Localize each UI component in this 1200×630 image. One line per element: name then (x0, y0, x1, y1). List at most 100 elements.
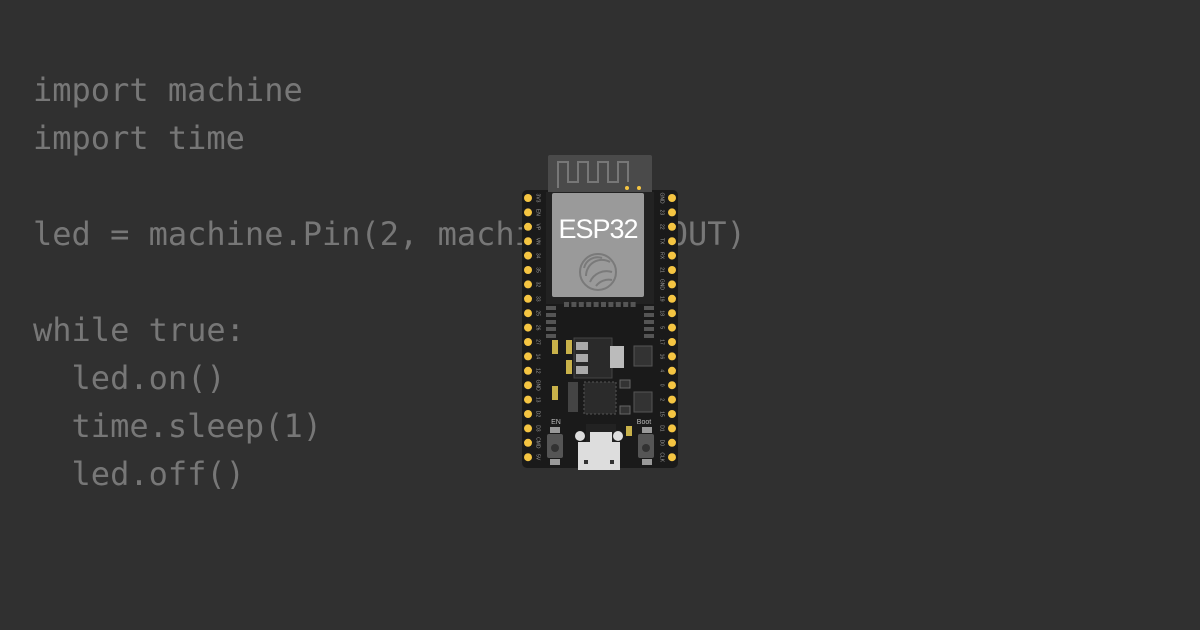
left-pin (524, 338, 532, 346)
left-pin-label: 3V3 (535, 194, 541, 203)
right-pin-label: 18 (659, 310, 665, 316)
module-pad (615, 302, 621, 307)
right-pin (668, 438, 676, 447)
right-pin-label: 21 (659, 267, 665, 273)
left-pin (524, 323, 532, 332)
left-pin (524, 237, 532, 246)
left-pin (524, 366, 532, 375)
module-pad (644, 306, 654, 310)
module-pad (644, 334, 654, 338)
right-pin (668, 237, 676, 246)
smd-component (633, 391, 653, 413)
module-pad (623, 302, 629, 307)
right-pin-label: D0 (659, 440, 665, 447)
right-pin-label: GND (659, 192, 665, 204)
right-pin-label: TX (659, 238, 665, 245)
boot-button-label: Boot (637, 419, 651, 426)
module-pad (644, 320, 654, 324)
module-pad (586, 302, 592, 307)
smd-component (552, 386, 558, 400)
left-pin-label: EN (535, 209, 541, 216)
en-button-label: EN (551, 419, 561, 426)
left-pin-header: 3V3ENVPVN343532332526271412GND13D2D3CMD5… (524, 194, 541, 462)
module-pad (608, 302, 614, 307)
left-pin (524, 251, 532, 260)
code-line: time.sleep(1) (33, 407, 322, 445)
left-pin-label: 35 (535, 267, 541, 273)
module-pads (546, 302, 654, 338)
smd-component (566, 360, 572, 374)
smd-component (552, 340, 558, 354)
right-pin-label: 23 (659, 210, 665, 216)
antenna-trace (557, 161, 629, 188)
antenna-pad (625, 186, 629, 190)
left-pin-label: 12 (535, 368, 541, 374)
right-pin (668, 222, 676, 231)
left-pin (524, 266, 532, 274)
left-pin-label: VP (535, 223, 541, 230)
boot-button (638, 427, 654, 465)
right-pin-label: CLK (659, 452, 665, 462)
left-pin-label: 32 (535, 282, 541, 288)
module-pad (578, 302, 584, 307)
right-pin (668, 280, 676, 289)
left-pin-label: 33 (535, 296, 541, 302)
right-pin (668, 294, 676, 303)
right-pin-label: 0 (659, 384, 665, 387)
code-line: import machine (33, 71, 303, 109)
right-pin-label: RX (659, 252, 665, 260)
left-pin (524, 410, 532, 418)
left-pin-label: GND (535, 380, 541, 392)
left-pin (524, 352, 532, 361)
right-pin (668, 251, 676, 260)
module-pad (601, 302, 606, 307)
right-pin (668, 381, 676, 390)
right-pin (668, 194, 676, 202)
left-pin-label: 25 (535, 310, 541, 316)
left-pin (524, 424, 532, 433)
right-pin-label: 5 (659, 326, 665, 329)
right-pin-label: GND (659, 279, 665, 291)
right-pin-label: 15 (659, 411, 665, 417)
smd-component (619, 405, 631, 415)
left-pin-label: 27 (535, 339, 541, 345)
esp32-board-illustration: ESP32 3V3ENVPVN343532332526271412GND13D2… (522, 155, 678, 470)
module-pad (546, 313, 556, 317)
right-pin (668, 352, 676, 361)
left-pin-label: 14 (535, 354, 541, 360)
left-pin-label: VN (535, 238, 541, 245)
left-pin (524, 194, 532, 202)
left-pin-label: 13 (535, 397, 541, 403)
left-pin-label: 5V (535, 454, 541, 461)
right-pin (668, 309, 676, 318)
left-pin-label: D2 (535, 411, 541, 418)
right-pin (668, 453, 676, 462)
right-pin-label: 17 (659, 339, 665, 345)
chip-label: ESP32 (558, 214, 637, 244)
left-pin-label: 34 (535, 253, 541, 259)
usb-uart-chip (583, 381, 617, 415)
right-pin-label: 2 (659, 398, 665, 401)
smd-component (619, 379, 631, 389)
right-pin (668, 208, 676, 217)
right-pin-label: 22 (659, 224, 665, 230)
module-pad (644, 327, 654, 331)
right-pin-label: 4 (659, 369, 665, 372)
left-pin (524, 381, 532, 390)
module-pad (546, 306, 556, 310)
code-line: while true: (33, 311, 245, 349)
left-pin (524, 453, 532, 462)
module-pad (571, 302, 577, 307)
right-pin (668, 266, 676, 274)
left-pin-label: CMD (535, 437, 541, 449)
left-pin (524, 438, 532, 447)
right-pin (668, 323, 676, 332)
left-pin (524, 222, 532, 231)
module-antenna-area (548, 155, 652, 195)
module-shield (552, 193, 644, 297)
smd-component (566, 340, 572, 354)
micro-usb-port (575, 424, 623, 470)
module-pad (546, 327, 556, 331)
espressif-logo-icon (579, 253, 617, 291)
